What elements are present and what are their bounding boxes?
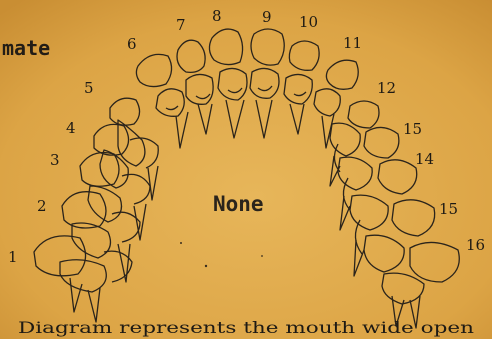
- caption: Diagram represents the mouth wide open: [18, 318, 474, 337]
- tooth-number-2: 2: [37, 197, 47, 215]
- tooth-number-12: 12: [377, 79, 396, 97]
- tooth-number-16: 16: [466, 236, 485, 254]
- tooth-number-7: 7: [176, 16, 186, 34]
- tooth-number-13: 15: [403, 120, 422, 138]
- header-text: mate: [2, 36, 50, 60]
- tooth-number-15: 15: [439, 200, 458, 218]
- tooth-number-6: 6: [127, 35, 137, 53]
- tooth-number-10: 10: [299, 13, 318, 31]
- tooth-number-1: 1: [8, 248, 18, 266]
- tooth-number-5: 5: [84, 79, 94, 97]
- tooth-number-3: 3: [50, 151, 60, 169]
- center-label: None: [213, 192, 264, 216]
- tooth-number-11: 11: [343, 34, 362, 52]
- tooth-number-8: 8: [212, 7, 222, 25]
- tooth-number-14: 14: [415, 150, 434, 168]
- tooth-number-4: 4: [66, 119, 76, 137]
- tooth-number-9: 9: [262, 8, 272, 26]
